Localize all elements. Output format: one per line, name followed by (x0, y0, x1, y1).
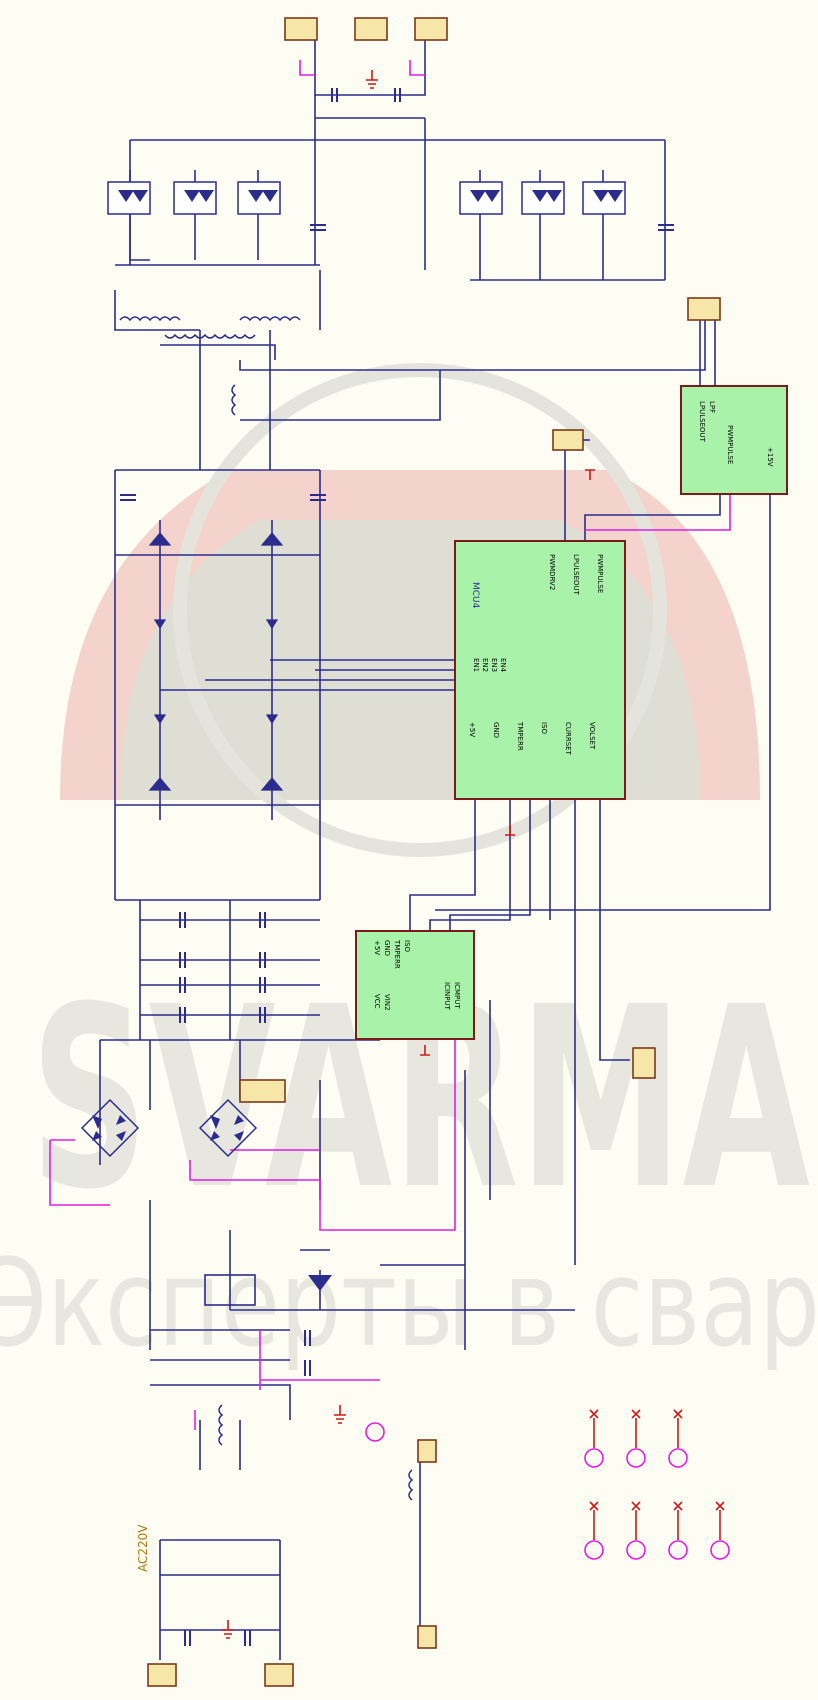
pwm-pin-label: LPULSEOUT (698, 401, 706, 442)
ctrl-pin-label: TMPERR (393, 940, 401, 969)
mcu-pin-label: GND (492, 722, 500, 739)
mcu-pin-label: LPULSEOUT (572, 554, 580, 595)
mcu-pin-label: EN3 (490, 658, 498, 673)
mains-label: AC220V (136, 1524, 150, 1573)
test-point-marks (589, 1409, 725, 1540)
wires (99, 40, 771, 1660)
ctrl-pin-label: ISO (403, 940, 411, 953)
magenta-wires (49, 60, 731, 1430)
ctrl-pin-label: VCC (373, 994, 381, 1009)
ground-symbols (222, 70, 595, 1639)
igbt-symbols (118, 190, 623, 202)
output-diodes (148, 532, 284, 791)
mcu-top-pins: PWMDRV2 LPULSEOUT PWMPULSE (548, 554, 620, 634)
ctrl-bottom-pins: VCC VIN2 ICINPUT ICMPUT (373, 982, 473, 1034)
mcu-pin-label: CURRSET (564, 722, 572, 755)
mcu-pin-label: EN1 (472, 658, 480, 673)
control-module: +5V GND TMPERR ISO VCC VIN2 ICINPUT ICMP… (355, 930, 475, 1040)
mcu-pin-label: EN2 (481, 658, 489, 673)
mcu-pin-label: PWMDRV2 (548, 554, 556, 591)
mcu-pin-label: ISO (540, 722, 548, 735)
mcu-bottom-pins: +5V GND TMPERR ISO CURRSET VOLSET (466, 722, 626, 792)
bridge-diodes (92, 1115, 244, 1141)
ctrl-pin-label: +5V (373, 940, 381, 956)
mcu-pin-label: TMPERR (516, 722, 524, 751)
mcu-left-pins: EN1 EN2 EN3 EN4 (470, 658, 510, 708)
relay (204, 1270, 321, 1310)
mcu-pin-label: VOLSET (588, 722, 596, 750)
watermark-slogan: Эксперты в свар (0, 1235, 818, 1374)
pwm-module: LPULSEOUT LPF PWMPULSE +15V (680, 385, 788, 495)
ctrl-pin-label: ICMPUT (453, 982, 461, 1009)
flyback-diode (308, 1275, 332, 1291)
ctrl-pin-label: VIN2 (383, 994, 391, 1011)
mcu-pin-label: +5V (468, 722, 476, 738)
pwm-pin-label: +15V (766, 447, 774, 467)
top-connectors (147, 17, 721, 1687)
ctrl-top-pins: +5V GND TMPERR ISO (373, 940, 433, 1000)
mcu-module: MCU4 PWMDRV2 LPULSEOUT PWMPULSE EN1 EN2 … (454, 540, 626, 800)
mcu-pin-label: PWMPULSE (596, 554, 604, 594)
pwm-pin-label: PWMPULSE (726, 425, 734, 465)
bridge-rectifiers (80, 1098, 258, 1158)
mcu-pin-label: EN4 (499, 658, 507, 673)
ctrl-pin-label: ICINPUT (443, 982, 451, 1010)
igbt-row (107, 181, 626, 215)
mcu-title: MCU4 (470, 582, 480, 609)
test-points (365, 1422, 730, 1560)
ctrl-pin-label: GND (383, 940, 391, 957)
pwm-pin-label: LPF (708, 401, 716, 414)
transformer (119, 316, 414, 1501)
capacitors (120, 88, 674, 1646)
